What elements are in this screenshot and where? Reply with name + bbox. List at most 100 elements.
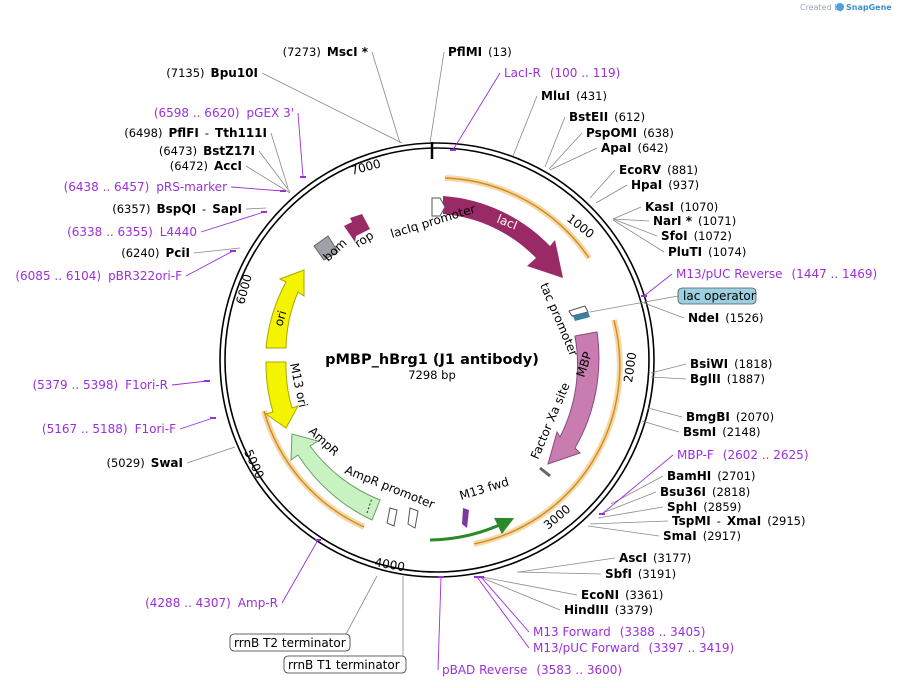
enzyme-site[interactable]: (6240) PciI: [121, 246, 190, 260]
enzyme-leader: [245, 207, 267, 210]
enzyme-site[interactable]: (6473)BstZ17I: [159, 144, 255, 158]
enzyme-site[interactable]: HpaI(937): [631, 178, 699, 192]
orf-arcs: [261, 175, 623, 547]
enzyme-leader: [612, 206, 642, 220]
primer-site[interactable]: LacI-R(100 .. 119): [504, 66, 620, 80]
feature-ampr[interactable]: [290, 433, 381, 521]
enzyme-label: (6240) PciI: [121, 246, 190, 260]
enzyme-site[interactable]: AscI(3177): [619, 551, 691, 565]
enzyme-position: (6240): [121, 246, 159, 260]
primer-site[interactable]: (5167 .. 5188)F1ori-F: [42, 422, 176, 436]
enzyme-leader: [643, 302, 685, 319]
feature-laciq-promoter[interactable]: [431, 197, 446, 217]
enzyme-site[interactable]: BsmI(2148): [683, 425, 761, 439]
enzyme-position: (3191): [638, 567, 676, 581]
rrnb-t2-box[interactable]: [229, 633, 351, 652]
primer-name: pBR322ori-F: [108, 269, 182, 283]
enzyme-site[interactable]: BsiWI(1818): [690, 357, 772, 371]
enzyme-site[interactable]: (6357)BspQI-SapI: [112, 202, 242, 216]
enzyme-label: KasI(1070): [645, 200, 718, 214]
enzyme-site[interactable]: (7135)Bpu10I: [166, 66, 258, 80]
enzyme-position: (642): [637, 141, 668, 155]
enzyme-site[interactable]: NarI *(1071): [653, 214, 736, 228]
feature-m13-ori[interactable]: [264, 361, 300, 429]
enzyme-site[interactable]: PspOMI (638): [586, 126, 674, 140]
rrnb-t2-leader: [344, 575, 378, 637]
feature-mbp[interactable]: [547, 331, 600, 465]
enzyme-label: (7135)Bpu10I: [166, 66, 258, 80]
feature-rop[interactable]: [344, 214, 370, 242]
primer-site[interactable]: (6085 .. 6104)pBR322ori-F: [15, 269, 182, 283]
primer-site[interactable]: (6598 .. 6620)pGEX 3': [154, 106, 294, 120]
enzyme-site[interactable]: SfoI(1072): [661, 229, 732, 243]
primer-range: (6338 .. 6355): [67, 225, 153, 239]
primer-site[interactable]: pBAD Reverse(3583 .. 3600): [442, 663, 622, 677]
enzyme-site[interactable]: KasI(1070): [645, 200, 718, 214]
enzyme-position: (2818): [712, 485, 750, 499]
rrnb-t1-box[interactable]: [283, 655, 407, 674]
enzyme-site[interactable]: BstEII(612): [569, 110, 645, 124]
enzyme-site[interactable]: TspMI-XmaI(2915): [672, 514, 805, 528]
enzyme-site[interactable]: SmaI(2917): [663, 529, 741, 543]
feature-ori[interactable]: [265, 269, 305, 349]
primer-leader: [480, 576, 530, 633]
feature-ampr-promoter-2[interactable]: [386, 507, 398, 527]
primer-name: pRS-marker: [156, 180, 227, 194]
enzyme-label: EcoRV(881): [619, 163, 698, 177]
enzyme-name: AccI: [214, 159, 242, 173]
enzyme-position: (1526): [725, 311, 763, 325]
tick-label-4000: 4000: [373, 555, 406, 574]
backbone: [219, 142, 655, 578]
feature-ampr-promoter[interactable]: [407, 507, 419, 529]
enzyme-site[interactable]: ApaI(642): [601, 141, 668, 155]
enzyme-site[interactable]: BglII(1887): [690, 372, 765, 386]
enzyme-site[interactable]: (6498)PflFI-Tth111I: [124, 126, 267, 140]
enzyme-site[interactable]: BmgBI(2070): [686, 410, 774, 424]
primer-site[interactable]: M13 Forward(3388 .. 3405): [533, 625, 705, 639]
primer-range: (2602 .. 2625): [723, 448, 809, 462]
enzyme-site[interactable]: SbfI(3191): [605, 567, 676, 581]
enzyme-site[interactable]: MluI(431): [541, 89, 607, 103]
enzyme-site[interactable]: (6472)AccI: [170, 159, 242, 173]
feature-m13-fwd-arrow[interactable]: [429, 517, 515, 542]
enzyme-site[interactable]: EcoNI(3361): [581, 588, 663, 602]
primer-site[interactable]: M13/pUC Reverse(1447 .. 1469): [676, 267, 877, 281]
enzyme-leader: [270, 132, 289, 189]
enzyme-site[interactable]: (7273)MscI *: [283, 45, 369, 59]
enzyme-name: PspOMI: [586, 126, 637, 140]
feature-laci[interactable]: [443, 196, 563, 278]
enzyme-label: BsiWI(1818): [690, 357, 772, 371]
enzyme-label: TspMI-XmaI(2915): [672, 514, 805, 528]
enzyme-label: PspOMI (638): [586, 126, 674, 140]
feature-bom[interactable]: [313, 235, 339, 261]
enzyme-position: (638): [643, 126, 674, 140]
enzyme-name: PciI: [166, 246, 191, 260]
feature-lac-operator[interactable]: [573, 312, 590, 321]
enzyme-site[interactable]: (5029)SwaI: [106, 456, 183, 470]
feature-factor-xa[interactable]: [539, 466, 551, 478]
enzyme-site[interactable]: Bsu36I(2818): [660, 485, 750, 499]
primer-leader: [601, 454, 674, 515]
feature-m13-fwd-primer[interactable]: [462, 508, 469, 528]
enzyme-site[interactable]: PluTI(1074): [668, 245, 746, 259]
enzyme-site[interactable]: NdeI(1526): [688, 311, 764, 325]
enzyme-site[interactable]: EcoRV(881): [619, 163, 698, 177]
primer-site[interactable]: M13/pUC Forward(3397 .. 3419): [533, 641, 734, 655]
enzyme-position: (2917): [703, 529, 741, 543]
feature-label-m13-fwd: M13 fwd: [458, 475, 511, 503]
primer-leader: [476, 576, 530, 649]
enzyme-site[interactable]: BamHI(2701): [667, 469, 756, 483]
primer-site[interactable]: MBP-F(2602 .. 2625): [677, 448, 809, 462]
primer-leader: [185, 250, 234, 277]
primer-site[interactable]: (6438 .. 6457)pRS-marker: [64, 180, 227, 194]
primer-label: M13 Forward(3388 .. 3405): [533, 625, 705, 639]
primer-leader: [171, 380, 208, 386]
enzyme-site[interactable]: HindIII(3379): [564, 603, 653, 617]
enzyme-site[interactable]: PflMI(13): [448, 45, 512, 59]
primer-site[interactable]: (4288 .. 4307)Amp-R: [145, 596, 278, 610]
enzyme-leader: [597, 506, 664, 519]
primer-site[interactable]: (5379 .. 5398)F1ori-R: [32, 378, 168, 392]
enzyme-site[interactable]: SphI(2859): [667, 500, 742, 514]
lac-operator-box[interactable]: [677, 287, 757, 305]
primer-site[interactable]: (6338 .. 6355)L4440: [67, 225, 197, 239]
